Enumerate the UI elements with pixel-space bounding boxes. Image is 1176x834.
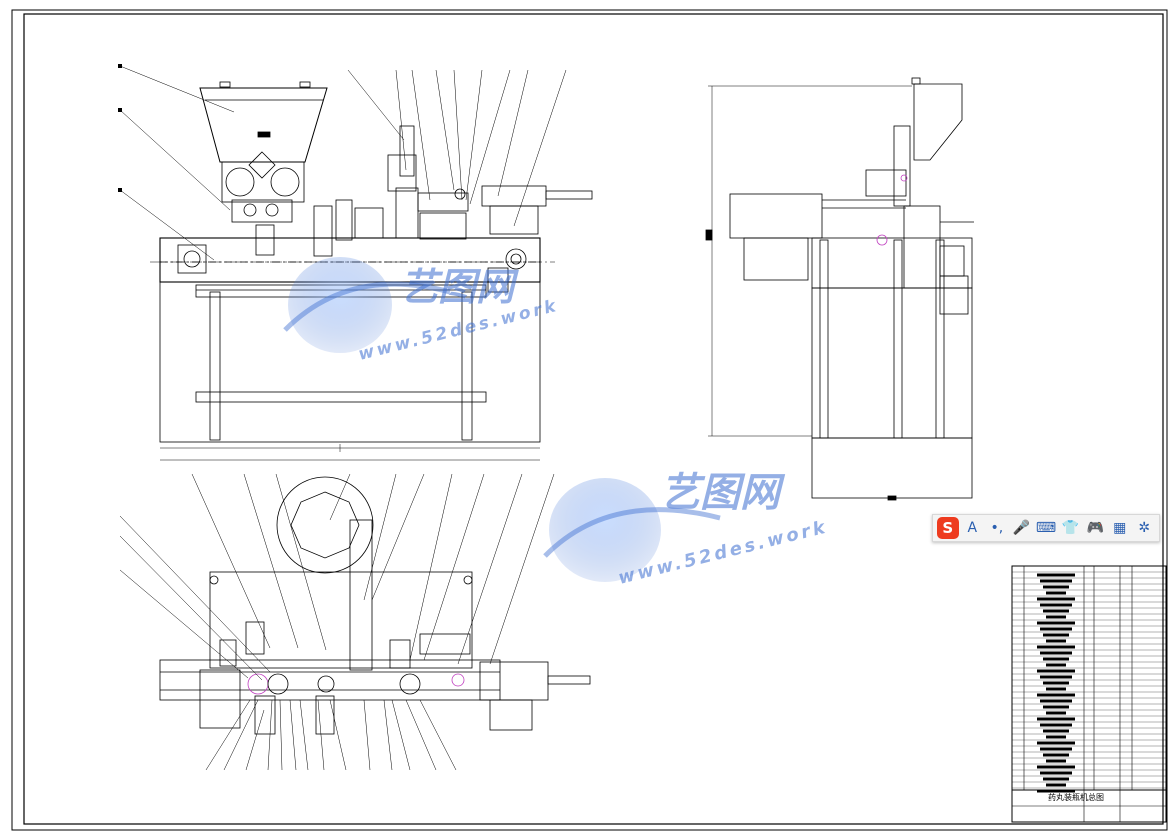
watermark-brand-upper: 艺图网 bbox=[400, 265, 519, 309]
parts-list-entry bbox=[1046, 687, 1066, 691]
parts-list-entry bbox=[1037, 669, 1075, 673]
parts-list-entry bbox=[1043, 681, 1069, 685]
parts-list-entry bbox=[1046, 783, 1066, 787]
parts-list-entry bbox=[1043, 753, 1069, 757]
parts-list-entry bbox=[1037, 693, 1075, 697]
parts-list-entry bbox=[1037, 597, 1075, 601]
side-view bbox=[705, 77, 974, 501]
ime-voice-button[interactable]: 🎤 bbox=[1012, 520, 1031, 536]
drawing-title: 药丸装瓶机总图 bbox=[1048, 792, 1104, 802]
parts-list-entry bbox=[1040, 627, 1072, 631]
parts-list-entry bbox=[1040, 747, 1072, 751]
parts-list-entry bbox=[1037, 789, 1075, 793]
ime-settings-button[interactable]: ✲ bbox=[1138, 520, 1151, 536]
ime-language-button[interactable]: A bbox=[967, 520, 978, 536]
parts-list-entry bbox=[1043, 729, 1069, 733]
parts-list-entry bbox=[1043, 585, 1069, 589]
watermark-lower: 艺图网 www.52des.work bbox=[543, 470, 830, 589]
parts-list-entry bbox=[1043, 633, 1069, 637]
parts-list-entry bbox=[1043, 705, 1069, 709]
parts-list-entry bbox=[1046, 663, 1066, 667]
parts-list-entry bbox=[1040, 699, 1072, 703]
parts-list-entry bbox=[1043, 777, 1069, 781]
parts-list-entry bbox=[1046, 639, 1066, 643]
parts-list-entry bbox=[1040, 675, 1072, 679]
ime-skin-button[interactable]: 👕 bbox=[1061, 520, 1080, 536]
parts-list-entry bbox=[1046, 759, 1066, 763]
parts-list-entry bbox=[1040, 579, 1072, 583]
ime-toolbar: S A •, 🎤 ⌨ 👕 🎮 ▦ ✲ bbox=[932, 514, 1160, 542]
parts-list-entry bbox=[1046, 591, 1066, 595]
parts-list-entry bbox=[1046, 615, 1066, 619]
watermark-brand-lower: 艺图网 bbox=[660, 470, 786, 516]
parts-list-entry bbox=[1040, 771, 1072, 775]
parts-list-entry bbox=[1040, 603, 1072, 607]
parts-list-entry bbox=[1037, 741, 1075, 745]
parts-list-entry bbox=[1037, 765, 1075, 769]
parts-list-entry bbox=[1037, 621, 1075, 625]
parts-list-entry bbox=[1037, 573, 1075, 577]
parts-list-entry bbox=[1046, 711, 1066, 715]
parts-list-entry bbox=[1040, 651, 1072, 655]
parts-list-entry bbox=[1043, 657, 1069, 661]
ime-keyboard-button[interactable]: ⌨ bbox=[1035, 520, 1057, 536]
watermark-upper: 艺图网 www.52des.work bbox=[283, 257, 561, 365]
sheet-border bbox=[11, 9, 1168, 831]
parts-list-entry bbox=[1037, 645, 1075, 649]
ime-toolbox-button[interactable]: ▦ bbox=[1113, 520, 1127, 536]
ime-punctuation-button[interactable]: •, bbox=[990, 520, 1004, 536]
parts-list-entry bbox=[1037, 717, 1075, 721]
top-view bbox=[119, 473, 591, 771]
parts-list-entry bbox=[1046, 735, 1066, 739]
parts-list-title-block bbox=[1011, 565, 1167, 823]
parts-list-entry bbox=[1040, 723, 1072, 727]
ime-game-button[interactable]: 🎮 bbox=[1086, 520, 1104, 536]
ime-logo-icon[interactable]: S bbox=[937, 517, 959, 539]
parts-list-entry bbox=[1043, 609, 1069, 613]
